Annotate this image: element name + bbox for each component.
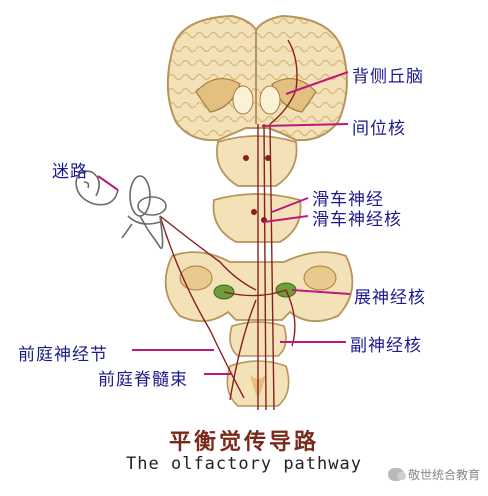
midbrain bbox=[216, 135, 298, 187]
label-trochlear-nucleus: 滑车神经核 bbox=[312, 210, 402, 230]
label-abducens-nucleus: 展神经核 bbox=[354, 288, 426, 308]
leader-lines bbox=[97, 71, 351, 375]
labyrinth bbox=[75, 170, 167, 250]
pathway-fibers bbox=[159, 39, 298, 411]
label-vestibulospinal-tract: 前庭脊髓束 bbox=[98, 370, 188, 390]
label-vestibular-ganglion: 前庭神经节 bbox=[18, 345, 108, 365]
label-labyrinth: 迷路 bbox=[52, 162, 88, 182]
watermark: 敬世统合教育 bbox=[387, 466, 480, 483]
label-trochlear-nerve: 滑车神经 bbox=[312, 190, 384, 210]
title-chinese: 平衡觉传导路 bbox=[168, 429, 319, 455]
wechat-icon bbox=[387, 468, 406, 481]
medulla bbox=[164, 251, 354, 322]
title-english: The olfactory pathway bbox=[126, 454, 362, 474]
cerebrum bbox=[166, 14, 348, 142]
label-interstitial-nucleus: 间位核 bbox=[352, 119, 406, 139]
label-accessory-nucleus: 副神经核 bbox=[350, 336, 422, 356]
label-dorsal-thalamus: 背侧丘脑 bbox=[352, 67, 424, 87]
watermark-text: 敬世统合教育 bbox=[407, 468, 480, 482]
